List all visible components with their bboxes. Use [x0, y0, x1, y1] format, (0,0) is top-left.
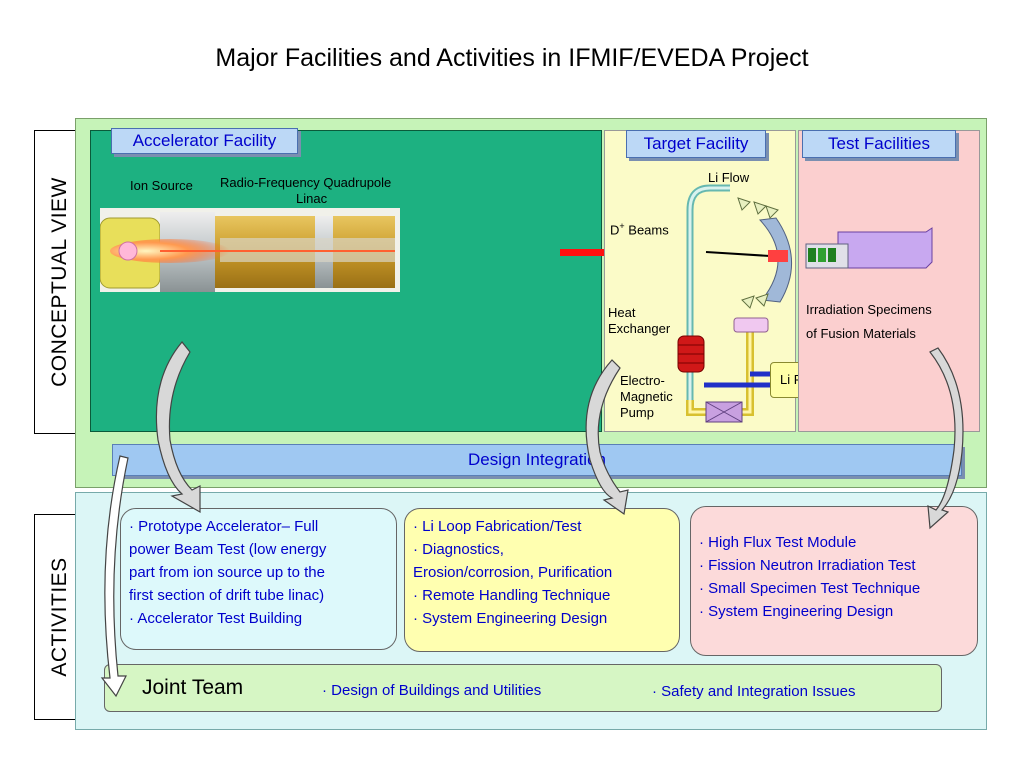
rfq-label-line1: Radio-Frequency Quadrupole [220, 175, 392, 190]
accelerator-facility-tab: Accelerator Facility [111, 128, 298, 154]
joint-team-item-buildings: · Design of Buildings and Utilities [322, 682, 542, 699]
em-pump-label: Electro- Magnetic Pump [620, 373, 673, 420]
test-module-illustration [805, 227, 933, 269]
accelerator-activities-box: · Prototype Accelerator– Full power Beam… [120, 508, 397, 650]
joint-team-label: Joint Team [142, 676, 244, 699]
d-beams-label: D+ Beams [610, 221, 669, 238]
page-title: Major Facilities and Activities in IFMIF… [215, 44, 809, 72]
li-flow-label: Li Flow [708, 170, 750, 185]
irradiation-specimens-label: Irradiation Specimens of Fusion Material… [806, 302, 932, 341]
joint-team-bar [104, 664, 942, 712]
target-activities-box: · Li Loop Fabrication/Test · Diagnostics… [404, 508, 680, 652]
design-integration-bar: Design Integration [112, 444, 962, 476]
test-facilities-panel [798, 130, 980, 432]
li-loop-illustration [677, 184, 792, 423]
test-activities-box: · High Flux Test Module · Fission Neutro… [690, 506, 978, 656]
target-facility-tab: Target Facility [626, 130, 766, 158]
rfq-label-line2: Linac [296, 191, 328, 206]
heat-exchanger-label: Heat Exchanger [608, 305, 671, 336]
joint-team-item-safety: · Safety and Integration Issues [652, 683, 856, 700]
accelerator-illustration [100, 208, 400, 292]
target-facility-panel [604, 130, 796, 432]
ion-source-label: Ion Source [130, 178, 193, 193]
test-facilities-tab: Test Facilities [802, 130, 956, 158]
